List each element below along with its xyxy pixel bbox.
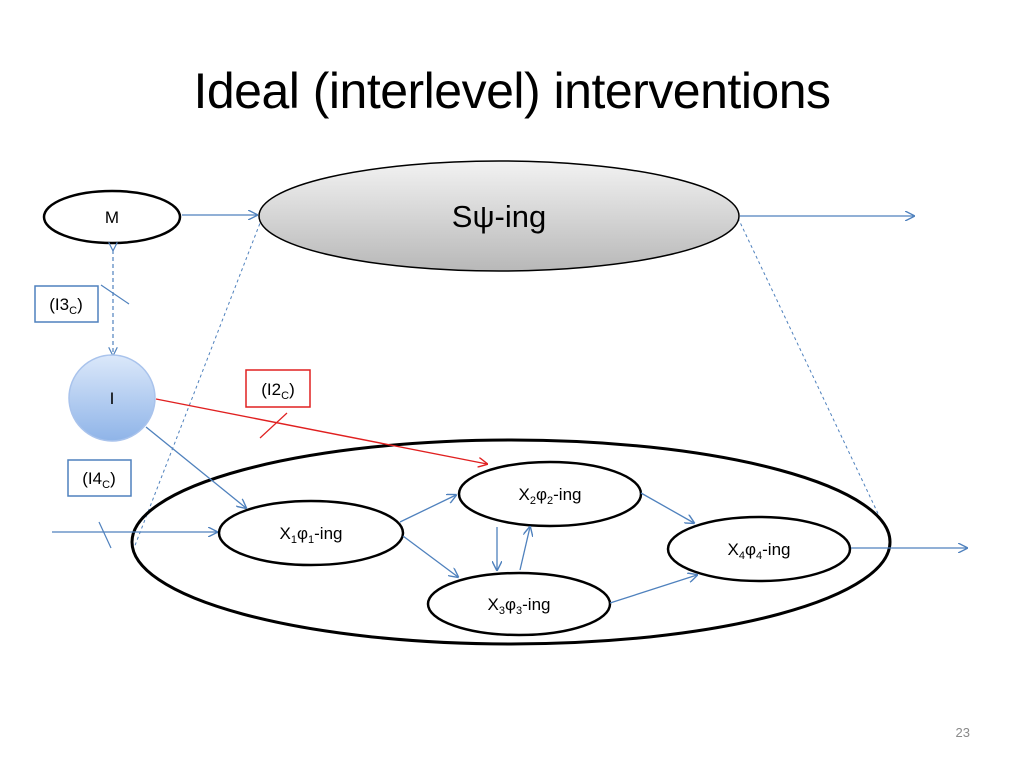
- projection-line-left: [133, 217, 263, 549]
- x3-label: X3φ3-ing: [488, 595, 551, 617]
- cut-mark-i4c: [98, 521, 112, 549]
- i3c-label: (I3C): [49, 295, 82, 317]
- x4-label: X4φ4-ing: [728, 540, 791, 562]
- arrow-i-to-x1: [145, 426, 246, 508]
- i-node-label: I: [110, 389, 115, 408]
- slide-title: Ideal (interlevel) interventions: [193, 63, 831, 119]
- arrow-i-to-x2: [155, 398, 487, 464]
- cut-mark-i3c: [100, 284, 130, 305]
- arrow-x3-to-x2: [519, 527, 530, 571]
- i2c-label: (I2C): [261, 380, 294, 402]
- i4c-box: [67, 459, 132, 497]
- projection-line-right: [737, 217, 883, 523]
- arrow-x3-to-x4: [609, 575, 697, 604]
- i2c-box: [245, 369, 311, 408]
- arrow-x1-to-x2: [399, 495, 456, 523]
- x2-label: X2φ2-ing: [519, 485, 582, 507]
- x4-node: [666, 515, 852, 583]
- i4c-label: (I4C): [82, 469, 115, 491]
- slide-number: 23: [955, 725, 970, 740]
- m-node-label: M: [105, 208, 119, 227]
- x2-node: [457, 460, 643, 528]
- x1-node: [217, 499, 405, 567]
- cut-mark-i2c: [259, 412, 288, 439]
- i3c-box: [34, 285, 99, 323]
- i-node: [68, 354, 156, 442]
- micro-level-ellipse: [130, 438, 892, 646]
- x1-label: X1φ1-ing: [280, 524, 343, 546]
- macro-process-label: Sψ-ing: [452, 199, 547, 234]
- arrow-x2-to-x4: [640, 492, 694, 523]
- arrow-x1-to-x3: [402, 535, 458, 577]
- macro-process-node: [258, 160, 740, 272]
- x3-node: [426, 571, 612, 637]
